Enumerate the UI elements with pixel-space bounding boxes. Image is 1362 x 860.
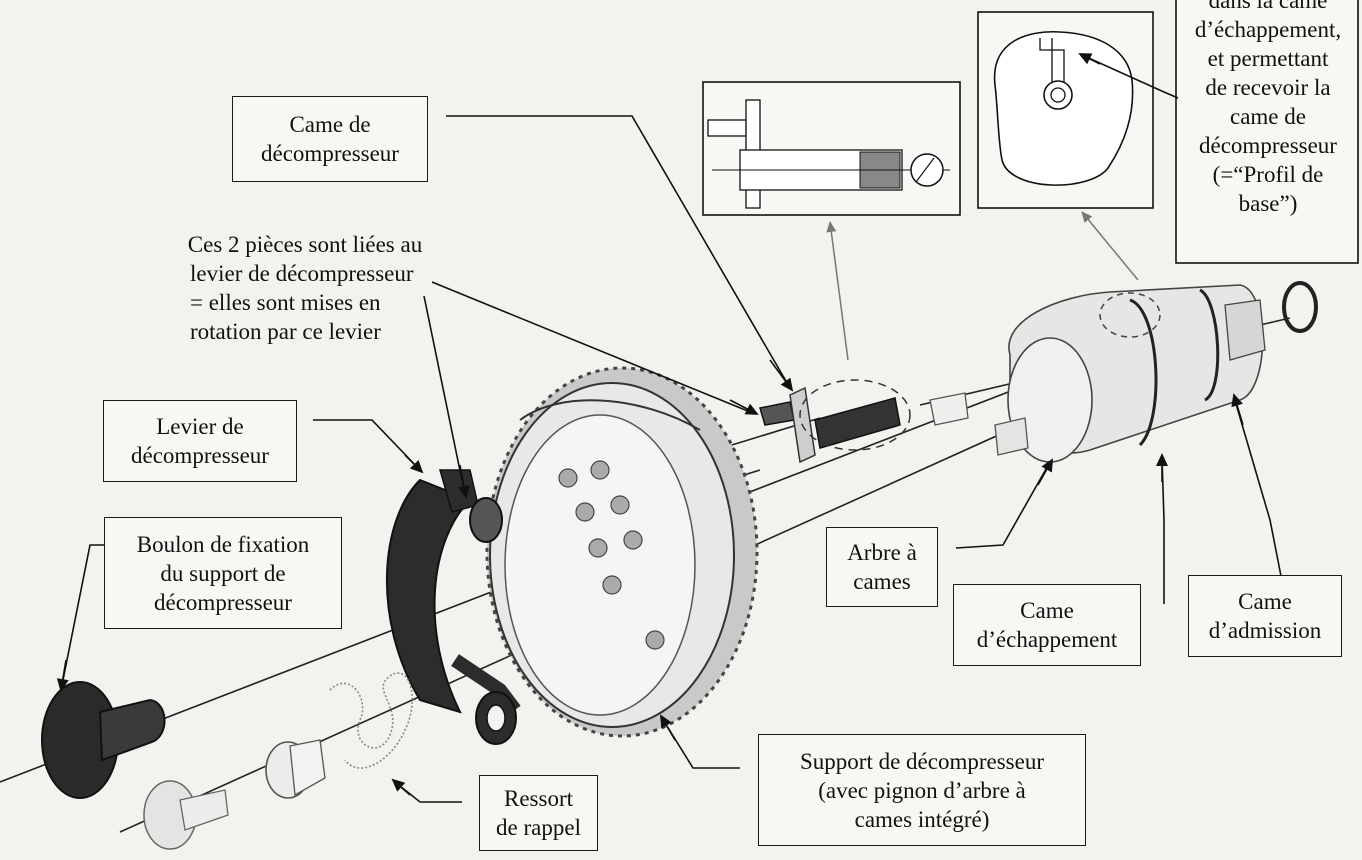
label-boulon: Boulon de fixation du support de décompr… <box>104 517 342 629</box>
label-came-decompresseur: Came de décompresseur <box>232 96 428 182</box>
decompressor-lever <box>386 469 521 745</box>
label-arbre: Arbre à cames <box>826 527 938 607</box>
detail-reference-arrows <box>826 211 1139 361</box>
label-ressort: Ressort de rappel <box>479 775 598 851</box>
label-came-echappement: Came d’échappement <box>953 584 1141 666</box>
small-bushing-parts <box>143 739 326 850</box>
label-profil: dans la came d’échappement, et permettan… <box>1194 0 1342 216</box>
label-pieces-liees: Ces 2 pièces sont liées au levier de déc… <box>187 232 423 344</box>
detail-view-exhaust-cam <box>977 11 1154 209</box>
return-spring <box>329 672 413 769</box>
leader-lines <box>61 54 1282 803</box>
camshaft-assembly <box>994 281 1318 463</box>
detail-view-decompressor-cam <box>702 81 961 216</box>
label-support: Support de décompresseur (avec pignon d’… <box>758 734 1086 846</box>
fixing-bolt <box>41 681 166 799</box>
profile-label-box <box>1175 0 1359 264</box>
decompressor-cam-part <box>759 379 969 464</box>
label-came-admission: Came d’admission <box>1188 575 1342 657</box>
decompressor-support-gear <box>485 366 759 738</box>
label-levier: Levier de décompresseur <box>103 400 297 482</box>
